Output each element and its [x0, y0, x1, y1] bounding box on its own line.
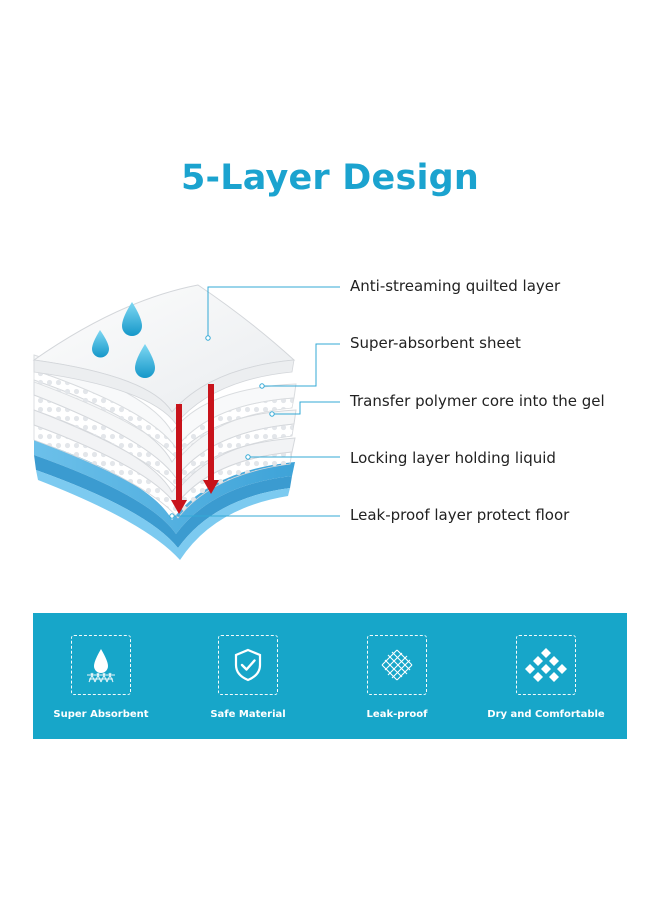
feature-safe-material: Safe Material [178, 635, 318, 720]
leak-proof-layer [34, 440, 295, 560]
feature-label: Leak-proof [366, 709, 428, 720]
feature-label: Super Absorbent [53, 709, 149, 720]
feature-super-absorbent: Super Absorbent [31, 635, 171, 720]
page-title: 5-Layer Design [180, 158, 480, 198]
mesh-icon [367, 635, 427, 695]
layer-label-leak-proof: Leak-proof layer protect floor [350, 506, 570, 524]
feature-leak-proof: Leak-proof [327, 635, 467, 720]
leader-dot [169, 513, 175, 519]
layer-label-polymer: Transfer polymer core into the gel [350, 392, 605, 410]
leader-lines [172, 286, 340, 517]
layer-label-locking: Locking layer holding liquid [350, 449, 556, 467]
diamond-grid-icon [516, 635, 576, 695]
features-band: Super Absorbent Safe Material [33, 613, 627, 739]
layer-label-quilted: Anti-streaming quilted layer [350, 277, 561, 295]
liquid-flow-arrow [171, 404, 187, 514]
leader-dot [259, 383, 265, 389]
leader-dot [269, 411, 275, 417]
leader-dot [205, 335, 211, 341]
locking-layer [33, 409, 296, 519]
droplet-icon [71, 635, 131, 695]
water-drop-icon [92, 330, 109, 358]
leader-dot [245, 454, 251, 460]
liquid-flow-arrow [203, 384, 219, 494]
layer-label-absorbent: Super-absorbent sheet [350, 334, 521, 352]
water-drop-icon [135, 344, 155, 378]
shield-check-icon [218, 635, 278, 695]
feature-label: Safe Material [210, 709, 286, 720]
feature-label: Dry and Comfortable [487, 709, 605, 720]
quilted-top-layer [32, 284, 296, 425]
layer-diagram [32, 284, 340, 560]
water-drop-icon [122, 302, 142, 336]
feature-dry-comfortable: Dry and Comfortable [476, 635, 616, 720]
